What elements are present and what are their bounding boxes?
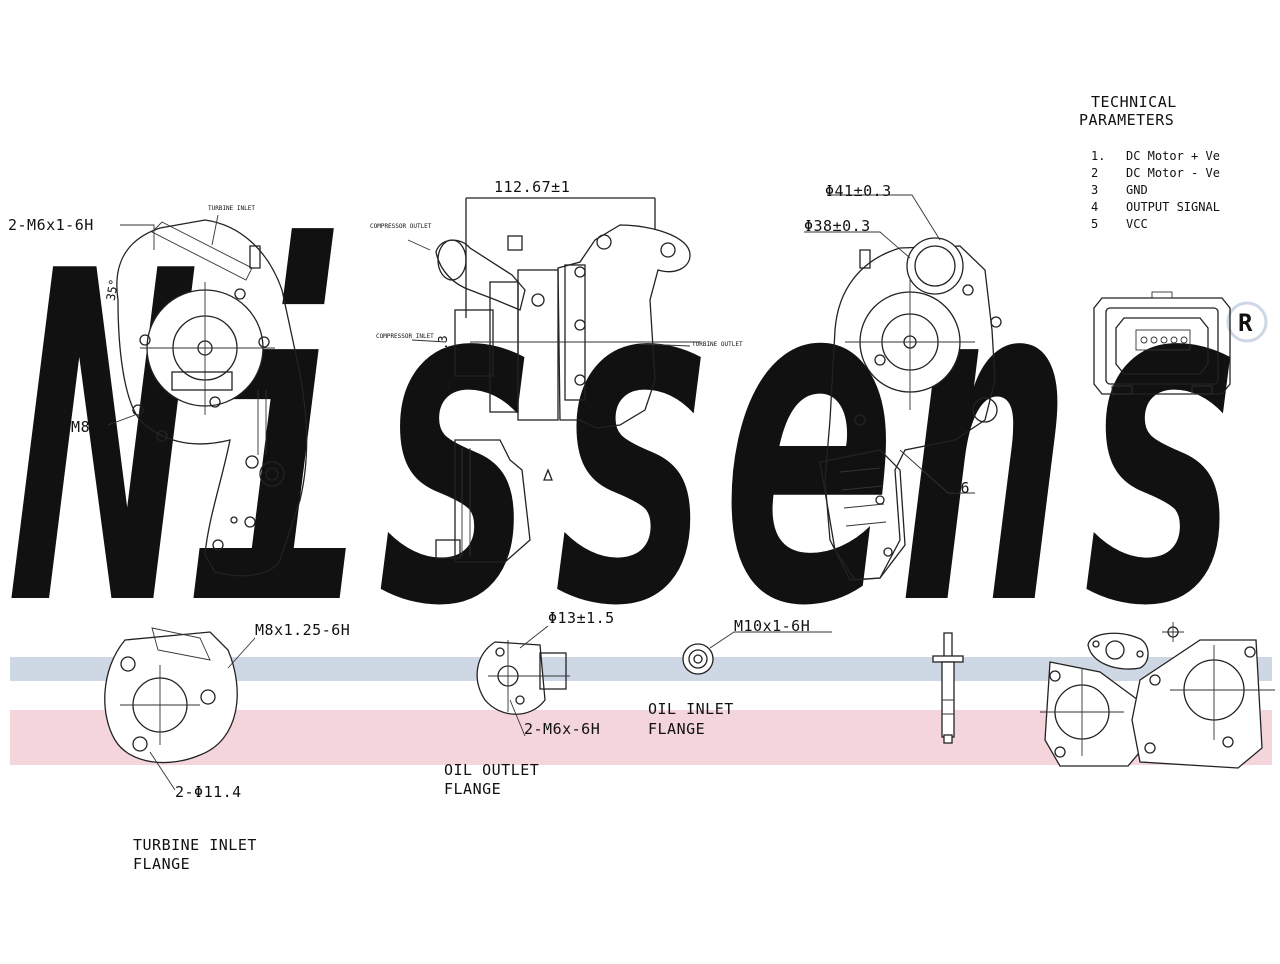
dim-m8: M8x1.25-6H	[255, 621, 350, 639]
turbo-compressor-side-view: Φ41±0.3 Φ38±0.3 Φ6	[804, 182, 1002, 581]
dim-bolt-left: 2-M6x1-6H	[8, 216, 94, 234]
dim-m10: M10x1-6H	[734, 617, 810, 635]
dim-d46: Φ46±0.3	[436, 335, 450, 386]
dim-angle: 35°	[104, 278, 122, 302]
turbine-inlet-flange: M8x1.25-6H 2-Φ11.4 TURBINE INLET FLANGE	[104, 621, 350, 873]
dim-d6: Φ6	[951, 479, 970, 497]
pin-3-num: 3	[1091, 183, 1098, 197]
oil-outlet-flange: Φ13±1.5 2-M6x-6H OIL OUTLET FLANGE	[444, 609, 615, 798]
pin-3-desc: GND	[1126, 183, 1148, 197]
oil-outlet-label-1: OIL OUTLET	[444, 761, 539, 779]
turbo-turbine-side-view: 2-M6x1-6H 35° 4-M8 TURBINE INLET	[8, 205, 308, 577]
oil-inlet-label-2: FLANGE	[648, 720, 705, 738]
oil-outlet-label-2: FLANGE	[444, 780, 501, 798]
actuator-rod	[932, 632, 964, 744]
turbine-flange-label-2: FLANGE	[133, 855, 190, 873]
dim-width: 112.67±1	[494, 178, 570, 196]
dim-four-m8: 4-M8	[52, 418, 90, 436]
oil-inlet-label-1: OIL INLET	[648, 700, 734, 718]
registered-mark: R	[1238, 309, 1253, 337]
dim-m6b: 2-M6x-6H	[524, 720, 600, 738]
watermark-text: Nissens	[10, 177, 1250, 706]
pin-4-num: 4	[1091, 200, 1098, 214]
pin-4-desc: OUTPUT SIGNAL	[1126, 200, 1220, 214]
gaskets	[1040, 622, 1275, 769]
connector-icon	[1093, 291, 1231, 395]
dim-d41: Φ41±0.3	[825, 182, 892, 200]
tech-title-line2: PARAMETERS	[1079, 111, 1174, 129]
tech-title-line1: TECHNICAL	[1091, 93, 1177, 111]
pin-1-num: 1.	[1091, 149, 1105, 163]
callout-turbine-inlet: TURBINE INLET	[208, 205, 255, 212]
oil-inlet-flange: M10x1-6H OIL INLET FLANGE	[648, 617, 832, 738]
registered-circle	[1226, 301, 1268, 343]
turbine-flange-label-1: TURBINE INLET	[133, 836, 257, 854]
pin-5-num: 5	[1091, 217, 1098, 231]
dim-d114: 2-Φ11.4	[175, 783, 242, 801]
pin-2-num: 2	[1091, 166, 1098, 180]
pin-2-desc: DC Motor - Ve	[1126, 166, 1220, 180]
callout-turbine-outlet: TURBINE OUTLET	[692, 341, 743, 348]
pin-1-desc: DC Motor + Ve	[1126, 149, 1220, 163]
technical-parameters: TECHNICAL PARAMETERS 1. DC Motor + Ve 2 …	[1079, 93, 1220, 231]
callout-compressor-outlet: COMPRESSOR OUTLET	[370, 223, 432, 230]
dim-d38: Φ38±0.3	[804, 217, 871, 235]
turbo-side-profile-view: 112.67±1 Φ46±0.3 COMPRESSOR OUTLET COMPR…	[370, 178, 743, 563]
callout-compressor-inlet: COMPRESSOR INLET	[376, 333, 434, 340]
pin-5-desc: VCC	[1126, 217, 1148, 231]
dim-d13: Φ13±1.5	[548, 609, 615, 627]
